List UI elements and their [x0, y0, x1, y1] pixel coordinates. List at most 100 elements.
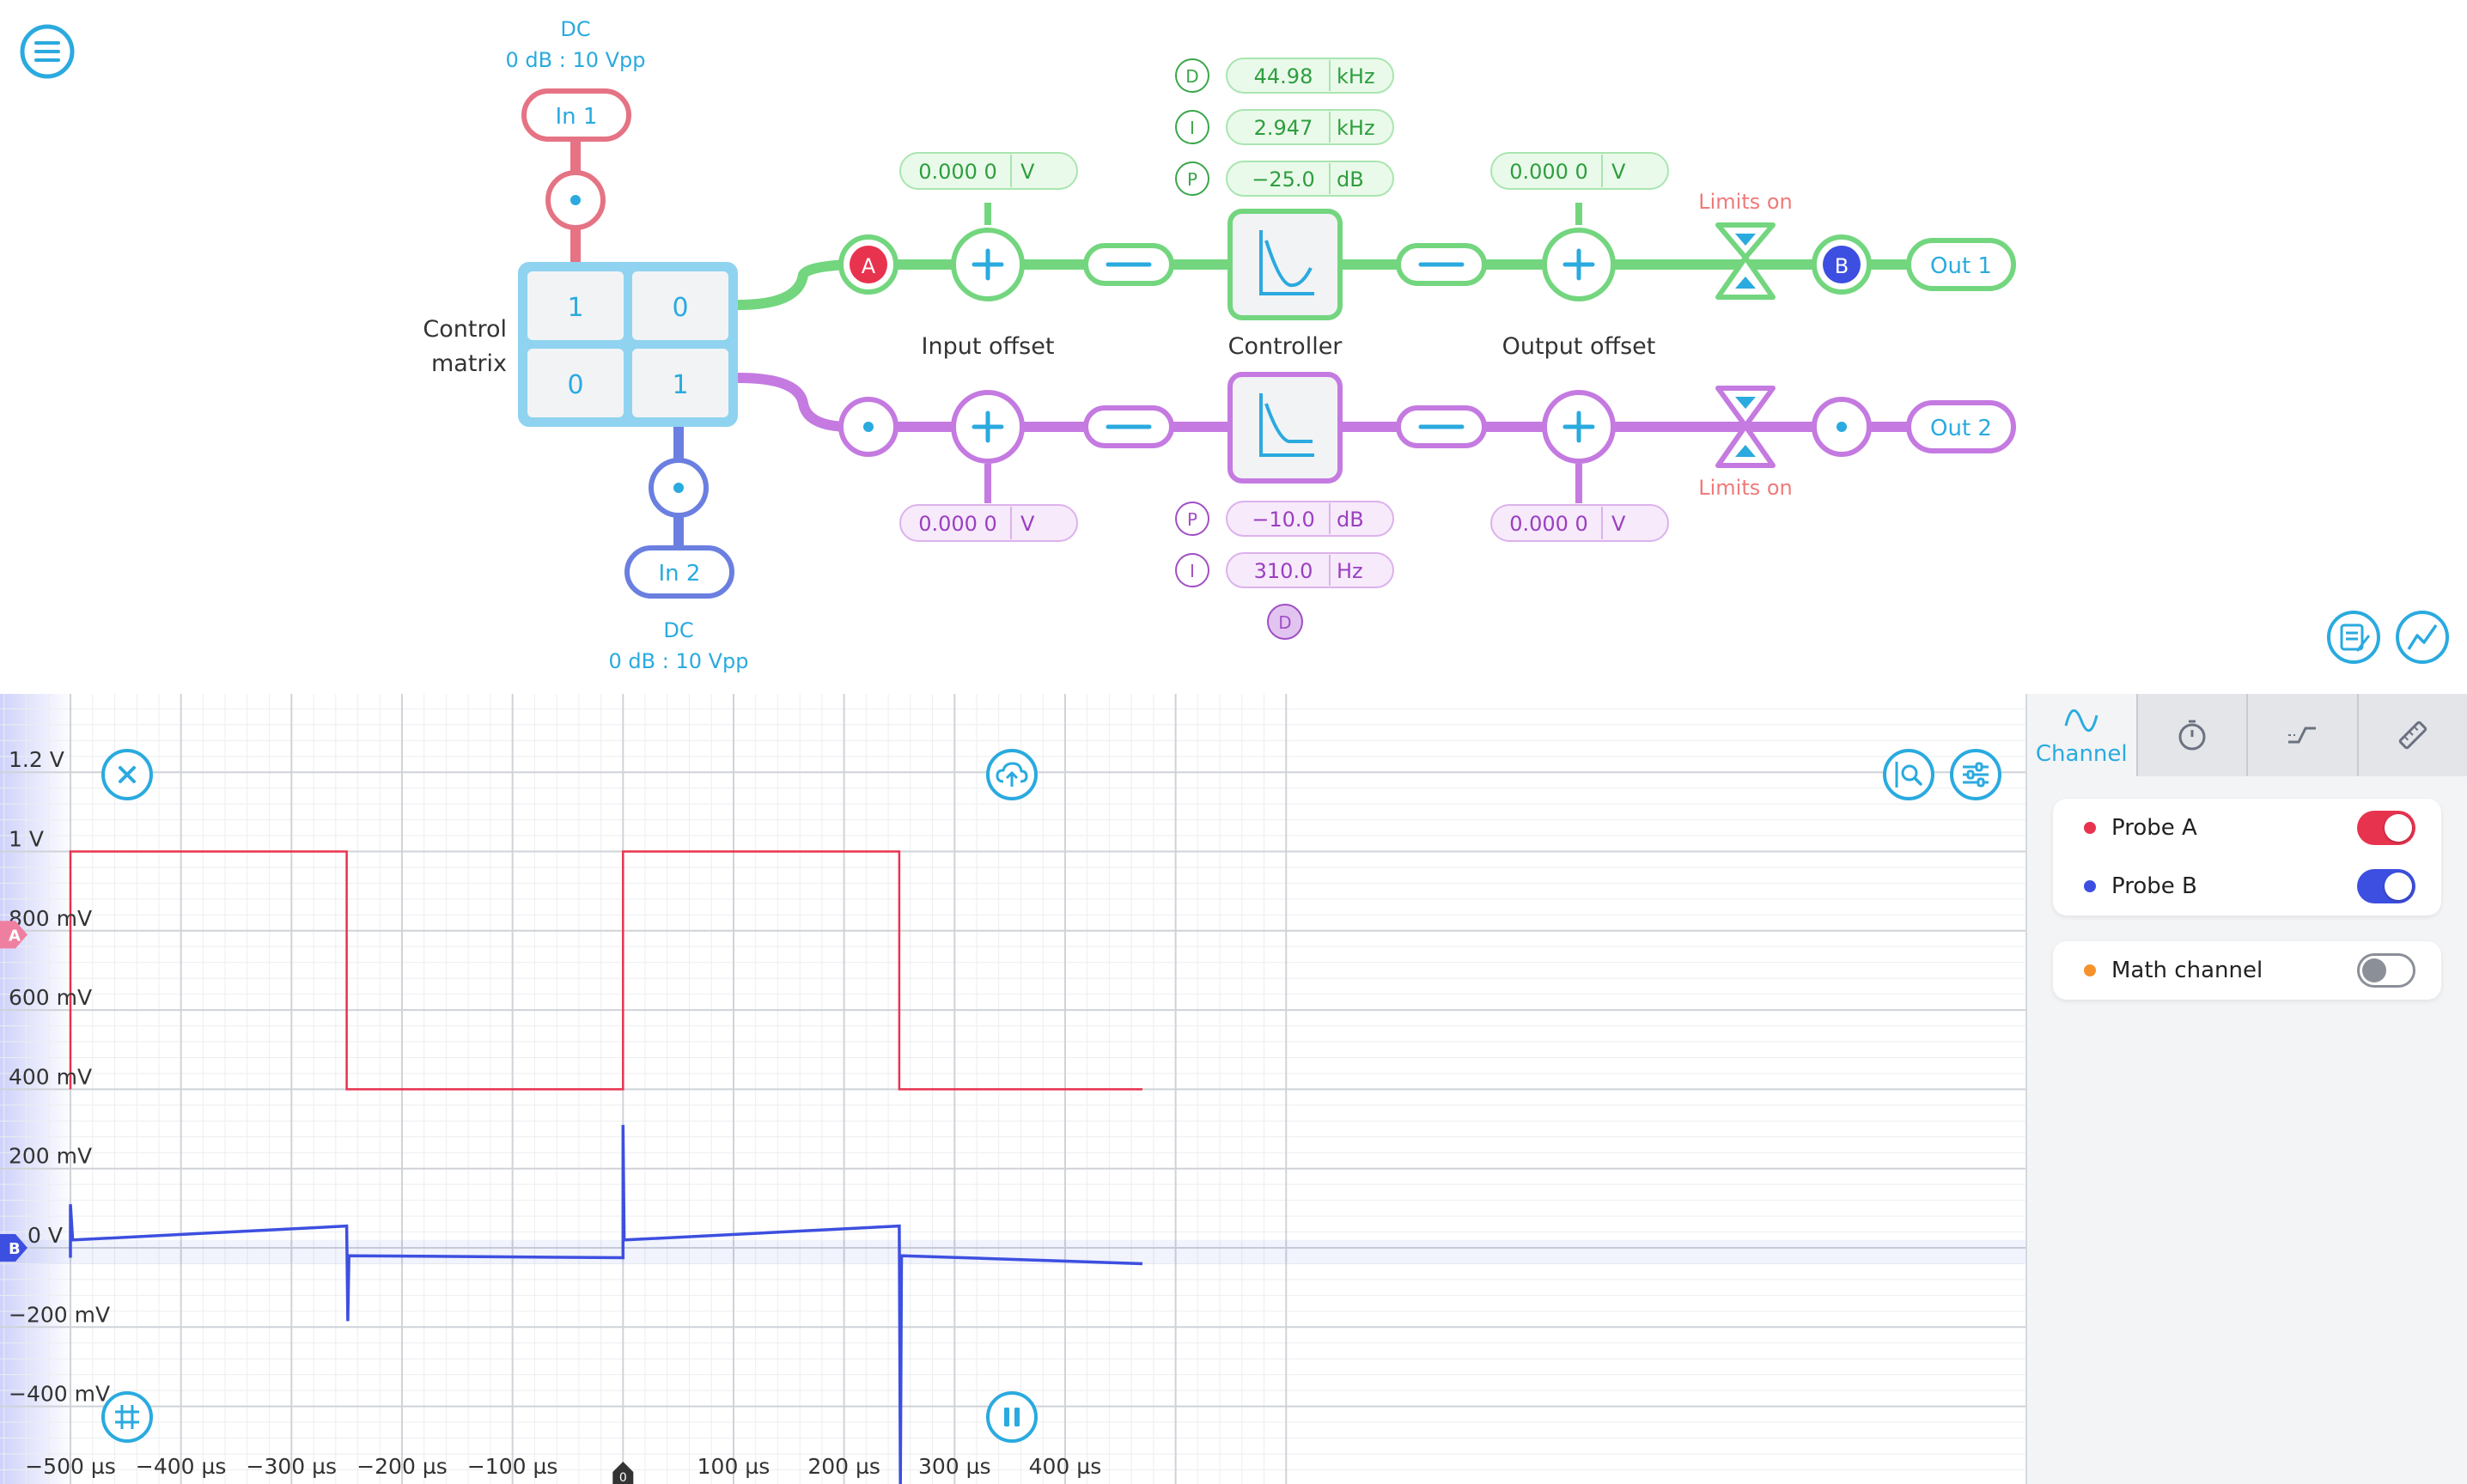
y-tick-label: 1 V — [9, 827, 44, 852]
matrix-cell[interactable]: 1 — [672, 370, 688, 400]
ch2-input-offset-sum[interactable] — [951, 390, 1025, 464]
close-button[interactable] — [101, 749, 153, 800]
ch2-output-offset-sum[interactable] — [1542, 390, 1616, 464]
cloud-upload-icon — [996, 762, 1028, 787]
probe-b-marker-label: B — [9, 1240, 21, 1258]
ch1-param-p[interactable]: P −25.0 dB — [1175, 161, 1394, 197]
settings-panel: Channel Probe A Probe B Math channel — [2025, 694, 2467, 1484]
ch1-input-invert[interactable] — [1083, 243, 1174, 286]
tab-channel[interactable]: Channel — [2027, 694, 2138, 776]
y-tick-label: 1.2 V — [9, 747, 64, 772]
in2-probe-point[interactable] — [649, 458, 709, 518]
grid-button[interactable] — [101, 1391, 153, 1443]
in1-probe-point[interactable] — [545, 170, 606, 230]
probe-b-color-dot — [2084, 880, 2096, 892]
ch1-input-offset-sum[interactable] — [951, 228, 1025, 301]
ch1-limits-label: Limits on — [1698, 190, 1793, 214]
input-offset-label: Input offset — [922, 333, 1055, 360]
trace-probe-a — [69, 850, 1142, 1091]
param-key: I — [1190, 561, 1195, 581]
ch2-output-offset-field[interactable]: 0.000 0 V — [1490, 504, 1669, 542]
menu-button[interactable] — [20, 24, 75, 79]
ch2-param-i[interactable]: I 310.0 Hz — [1175, 552, 1394, 588]
probe-a-toggle[interactable] — [2357, 811, 2415, 845]
ch2-input-invert[interactable] — [1083, 405, 1174, 448]
math-card: Math channel — [2053, 941, 2441, 1000]
in1-button[interactable]: In 1 — [521, 88, 631, 142]
ch1-limiter[interactable] — [1715, 222, 1776, 300]
param-key: I — [1190, 118, 1195, 138]
tab-timebase[interactable] — [2137, 694, 2248, 776]
ch1-output-invert[interactable] — [1396, 243, 1487, 286]
ch1-output-offset-field[interactable]: 0.000 0 V — [1490, 152, 1669, 190]
ch1-controller[interactable] — [1227, 209, 1343, 320]
matrix-cell[interactable]: 0 — [567, 370, 583, 400]
sine-wave-icon — [2064, 709, 2098, 732]
y-tick-label: 0 V — [27, 1223, 63, 1248]
ch1-param-i[interactable]: I 2.947 kHz — [1175, 109, 1394, 145]
zoom-icon — [1895, 762, 1922, 788]
probe-a-label: A — [862, 254, 876, 278]
oscilloscope-view-button[interactable] — [2396, 611, 2449, 664]
plus-icon — [1562, 411, 1595, 443]
in1-label: In 1 — [556, 104, 598, 130]
ch2-input-offset-field[interactable]: 0.000 0 V — [899, 504, 1078, 542]
grid-icon — [115, 1405, 139, 1429]
ruler-icon — [2398, 721, 2427, 750]
x-tick-label: −100 µs — [467, 1454, 558, 1479]
x-tick-label: −500 µs — [25, 1454, 116, 1479]
channel-markers[interactable]: AB — [0, 921, 27, 1262]
y-tick-label: −200 mV — [9, 1302, 110, 1327]
notes-button[interactable] — [2327, 611, 2380, 664]
in2-button[interactable]: In 2 — [624, 545, 734, 599]
ch2-param-d-toggle[interactable]: D — [1267, 604, 1303, 640]
upload-button[interactable] — [986, 749, 1038, 800]
y-tick-label: 200 mV — [9, 1144, 92, 1169]
trend-line-icon — [2407, 623, 2438, 650]
probe-b-toggle[interactable] — [2357, 869, 2415, 903]
ch2-output-invert[interactable] — [1396, 405, 1487, 448]
probe-b-row: Probe B — [2053, 857, 2441, 915]
ch2-probe-point[interactable] — [838, 397, 898, 457]
pid-block-diagram: DC 0 dB : 10 Vpp In 1 Control matrix 1 0… — [0, 0, 2467, 694]
plus-icon — [972, 411, 1004, 443]
ch2-out-probe-point[interactable] — [1812, 397, 1872, 457]
ch1-param-d[interactable]: D 44.98 kHz — [1175, 58, 1394, 94]
control-matrix[interactable]: 1 0 0 1 — [518, 262, 738, 427]
zoom-button[interactable] — [1883, 749, 1934, 800]
ch1-output-offset-sum[interactable] — [1542, 228, 1616, 301]
out2-button[interactable]: Out 2 — [1906, 400, 2016, 453]
probe-b-point[interactable]: B — [1812, 234, 1872, 295]
tab-trigger[interactable] — [2248, 694, 2359, 776]
param-key: P — [1187, 509, 1197, 530]
ch1-input-offset-unit: V — [1020, 160, 1035, 184]
probe-a-point[interactable]: A — [838, 234, 898, 295]
out1-button[interactable]: Out 1 — [1906, 238, 2016, 291]
param-unit: kHz — [1337, 64, 1375, 88]
math-channel-toggle[interactable] — [2357, 953, 2415, 988]
pause-button[interactable] — [986, 1391, 1038, 1443]
trace-probe-b — [69, 1124, 1143, 1484]
ch2-limiter[interactable] — [1715, 386, 1776, 468]
matrix-cell[interactable]: 1 — [567, 293, 583, 323]
tab-measure[interactable] — [2358, 694, 2467, 776]
ch2-controller[interactable] — [1227, 372, 1343, 484]
stopwatch-icon — [2178, 720, 2206, 751]
settings-button[interactable] — [1950, 749, 2001, 800]
ch2-input-offset-unit: V — [1020, 512, 1035, 536]
param-unit: kHz — [1337, 116, 1375, 140]
matrix-cell[interactable]: 0 — [672, 293, 688, 323]
x-tick-label: 300 µs — [918, 1454, 991, 1479]
trigger-icon — [2288, 727, 2317, 744]
ch2-param-p[interactable]: P −10.0 dB — [1175, 501, 1394, 537]
tab-channel-label: Channel — [2035, 741, 2128, 767]
x-tick-label: −200 µs — [356, 1454, 448, 1479]
highpass-filter-icon — [1259, 230, 1314, 295]
ch1-input-offset-field[interactable]: 0.000 0 V — [899, 152, 1078, 190]
y-tick-label: 600 mV — [9, 985, 92, 1010]
x-tick-label: −300 µs — [247, 1454, 338, 1479]
matrix-label-1: Control — [423, 316, 507, 343]
